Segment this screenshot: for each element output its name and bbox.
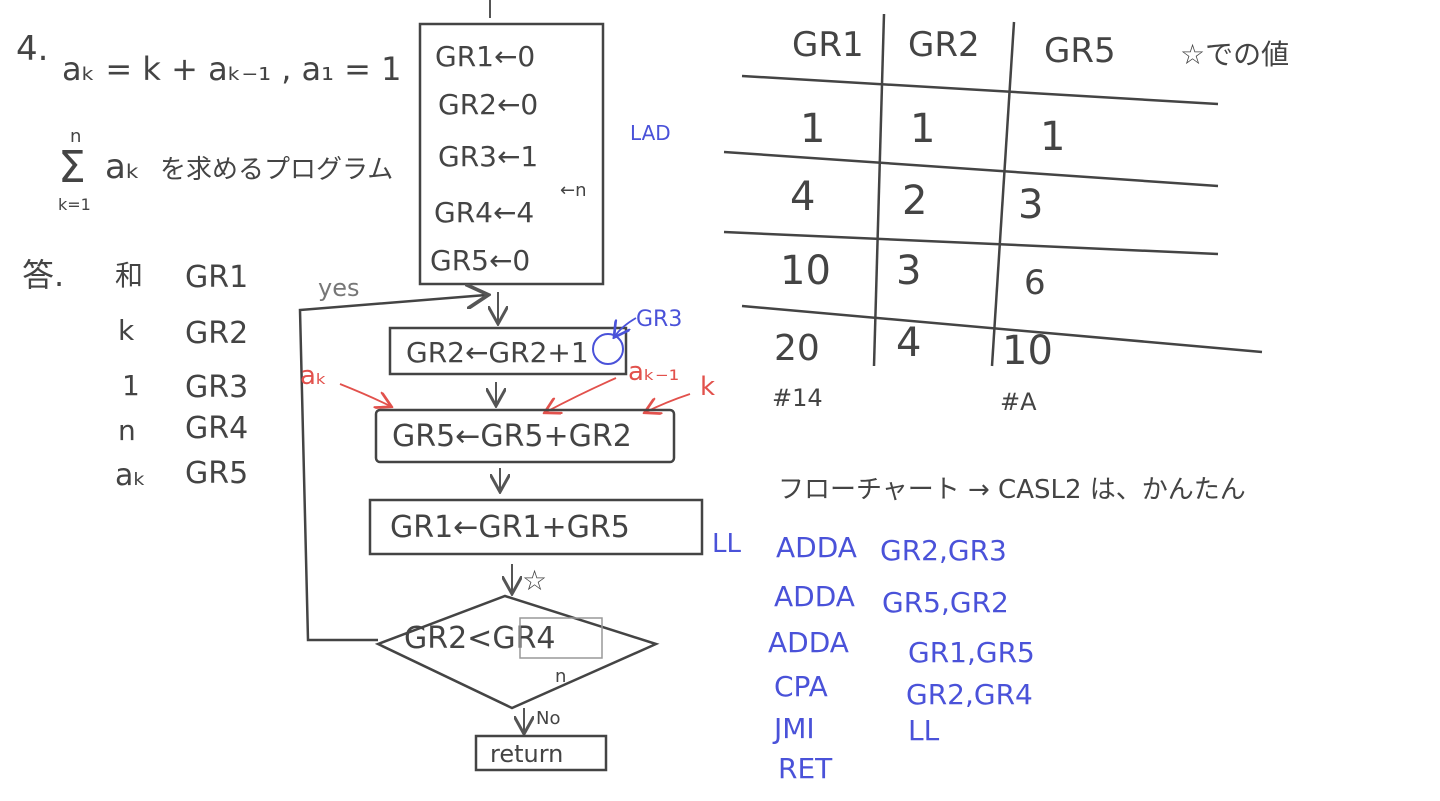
answer-reg-2: GR3: [185, 370, 248, 405]
return-text: return: [490, 740, 563, 768]
table-cell-1-2: 3: [1018, 182, 1043, 228]
answer-name-4: aₖ: [115, 458, 146, 493]
table-cell-2-0: 10: [780, 248, 831, 294]
table-row-divider-1: [741, 74, 1219, 106]
answer-name-1: k: [118, 314, 135, 347]
init-line-2: GR3←1: [438, 140, 538, 173]
init-line-4: GR5←0: [430, 244, 530, 277]
casl2-section: フローチャート → CASL2 は、かんたん ADDA GR2,GR3 ADDA…: [768, 475, 1246, 785]
table-row-divider-2: [723, 150, 1219, 188]
recurrence-formula: aₖ = k + aₖ₋₁ , a₁ = 1: [62, 50, 402, 88]
table-header-0: GR1: [792, 25, 864, 65]
table-cell-1-0: 4: [790, 174, 815, 220]
answer-reg-3: GR4: [185, 411, 248, 446]
cond-text: GR2<GR4: [404, 621, 556, 656]
hex-note-0: #14: [772, 384, 823, 412]
problem-statement: 4. aₖ = k + aₖ₋₁ , a₁ = 1 n Σ k=1 aₖ を求め…: [16, 29, 402, 214]
gr3-annotation: GR3: [636, 307, 682, 332]
sum-term: aₖ: [105, 147, 140, 187]
table-cell-0-2: 1: [1040, 114, 1065, 160]
ak-annotation: aₖ: [300, 361, 327, 391]
table-col-divider-2: [990, 21, 1016, 367]
casl-op-0: ADDA: [776, 531, 857, 564]
table-header-2: GR5: [1044, 31, 1116, 71]
casl-args-4: LL: [908, 714, 940, 747]
answer-label: 答.: [22, 256, 64, 294]
table-cell-3-2: 10: [1002, 328, 1053, 374]
answer-reg-1: GR2: [185, 316, 248, 351]
ak-arrow: [339, 383, 390, 406]
step1-box: [388, 326, 628, 376]
answer-name-3: n: [118, 414, 136, 447]
casl-op-3: CPA: [774, 670, 828, 703]
table-cell-1-1: 2: [902, 178, 927, 224]
table-row-divider-4: [741, 304, 1263, 354]
decision-diamond: [374, 594, 660, 710]
one-circle: [592, 333, 624, 365]
table-cell-3-0: 20: [774, 328, 820, 369]
step3-text: GR1←GR1+GR5: [390, 510, 630, 545]
table-cell-3-1: 4: [896, 320, 921, 366]
return-box: [474, 734, 608, 772]
table-cell-2-2: 6: [1024, 263, 1046, 303]
init-n-note: ←n: [560, 180, 587, 201]
n-note: n: [555, 666, 566, 687]
gr4-highlight-box: [519, 617, 603, 659]
k-annotation: k: [700, 372, 715, 402]
gr3-annotation-arrow: [615, 317, 637, 336]
star-mark: ☆: [522, 564, 547, 597]
casl-args-3: GR2,GR4: [906, 678, 1033, 711]
table-header-1: GR2: [908, 25, 980, 65]
sum-description: を求めるプログラム: [160, 155, 393, 185]
lad-label: LAD: [630, 121, 671, 145]
answer-reg-0: GR1: [185, 260, 248, 295]
init-box: [418, 22, 605, 286]
ak1-arrow: [546, 377, 617, 412]
sum-upper-limit: n: [70, 126, 81, 147]
init-line-3: GR4←4: [434, 196, 534, 229]
flowchart: GR1←0 GR2←0 GR3←1 GR4←4 ←n GR5←0 LAD yes…: [298, 0, 741, 772]
value-table: GR1 GR2 GR5 ☆での値 1 1 1 4 2 3 10 3 6 20 4…: [723, 13, 1289, 416]
answer-name-2: 1: [122, 369, 140, 402]
casl-args-0: GR2,GR3: [880, 534, 1007, 567]
sum-lower-limit: k=1: [58, 195, 91, 214]
casl-args-2: GR1,GR5: [908, 636, 1035, 669]
step3-box: [368, 498, 704, 556]
table-cell-0-1: 1: [910, 106, 935, 152]
casl-op-5: RET: [778, 752, 833, 785]
table-row-divider-3: [723, 230, 1219, 256]
table-note: ☆での値: [1180, 38, 1289, 71]
step2-text: GR5←GR5+GR2: [392, 419, 632, 454]
table-col-divider-1: [872, 13, 886, 367]
table-cell-2-1: 3: [896, 248, 921, 294]
casl-note: フローチャート → CASL2 は、かんたん: [778, 475, 1246, 505]
casl-op-4: JMI: [772, 712, 815, 745]
ak1-annotation: aₖ₋₁: [628, 357, 679, 387]
step2-box: [374, 408, 676, 464]
table-cell-0-0: 1: [800, 106, 825, 152]
yes-label: yes: [318, 274, 359, 302]
loop-line: [298, 295, 486, 642]
init-line-1: GR2←0: [438, 88, 538, 121]
casl-op-2: ADDA: [768, 626, 849, 659]
answer-mapping: 答. 和 GR1 k GR2 1 GR3 n GR4 aₖ GR5: [22, 256, 248, 493]
casl-op-1: ADDA: [774, 580, 855, 613]
hex-note-1: #A: [1000, 388, 1037, 416]
ll-label: LL: [712, 529, 741, 559]
casl-args-1: GR5,GR2: [882, 586, 1009, 619]
answer-reg-4: GR5: [185, 456, 248, 491]
problem-number: 4.: [16, 29, 48, 69]
sum-symbol: Σ: [58, 142, 86, 193]
step1-text: GR2←GR2+1: [406, 336, 589, 369]
no-label: No: [536, 708, 560, 729]
answer-name-0: 和: [115, 259, 143, 292]
init-line-0: GR1←0: [435, 40, 535, 73]
